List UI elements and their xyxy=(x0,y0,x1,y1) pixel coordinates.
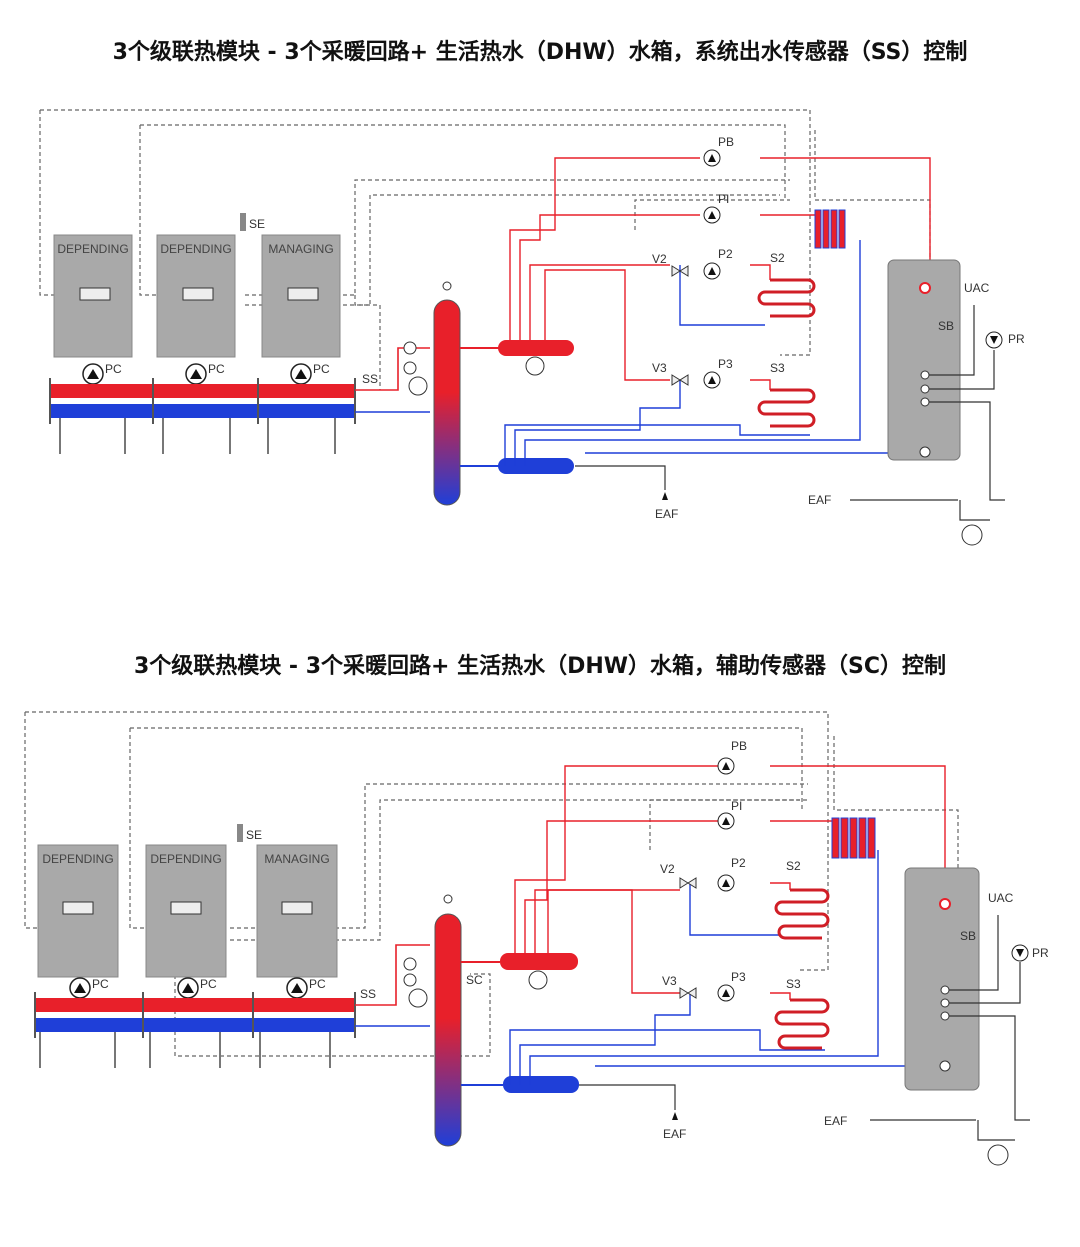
valve-v3-label: V3 xyxy=(662,974,677,988)
cold-inlet-eaf-label: EAF xyxy=(655,507,678,521)
sensor-s2-label: S2 xyxy=(770,251,785,265)
pump-p3-label: P3 xyxy=(718,357,733,371)
pump-pc-1-label: PC xyxy=(105,362,122,376)
pump-p3-label: P3 xyxy=(731,970,746,984)
pump-pi-label: PI xyxy=(718,192,729,206)
sensor-ss-label: SS xyxy=(362,372,378,386)
cold-inlet-eaf-label: EAF xyxy=(663,1127,686,1141)
boiler-manifold xyxy=(49,378,356,454)
valve-v2-label: V2 xyxy=(660,862,675,876)
control-wiring xyxy=(24,711,959,1057)
diagram-1-title: 3个级联热模块 - 3个采暖回路+ 生活热水（DHW）水箱，系统出水传感器（SS… xyxy=(112,40,968,65)
boiler-2-label: DEPENDING xyxy=(160,242,231,256)
svg-text:SE: SE xyxy=(249,217,265,231)
dhw-piping xyxy=(870,915,1030,1141)
sensor-s3-label: S3 xyxy=(770,361,785,375)
expansion-vessel xyxy=(961,524,983,546)
hydraulic-separator xyxy=(433,299,461,506)
expansion-vessel xyxy=(987,1144,1009,1166)
sensor-s3-label: S3 xyxy=(786,977,801,991)
boiler-1-label: DEPENDING xyxy=(57,242,128,256)
dhw-tank xyxy=(887,259,961,461)
boiler-3-label: MANAGING xyxy=(264,852,329,866)
boiler-module-3: MANAGING xyxy=(261,234,341,358)
mixing-valves: V2 V3 xyxy=(660,862,697,999)
sensor-sb-label: SB xyxy=(938,319,954,333)
separator-connection-pipes xyxy=(355,944,430,1027)
boiler-module-1: DEPENDING xyxy=(53,234,133,358)
hot-outlet-uac-label: UAC xyxy=(964,281,990,295)
boiler-3-label: MANAGING xyxy=(268,242,333,256)
pump-pc-2-label: PC xyxy=(200,977,217,991)
floor-heating-coils xyxy=(757,278,816,428)
diagram-1: DEPENDING DEPENDING MANAGING SE PC PC PC xyxy=(39,109,1025,546)
boiler-module-2: DEPENDING xyxy=(145,844,227,978)
circuit-pumps: PB PI P2 P3 PR xyxy=(703,135,1025,389)
dhw-tank xyxy=(904,867,980,1091)
valve-v3-label: V3 xyxy=(652,361,667,375)
boiler-1-label: DEPENDING xyxy=(42,852,113,866)
radiator xyxy=(814,209,846,249)
boiler-module-2: DEPENDING xyxy=(156,234,236,358)
mixing-valves: V2 V3 xyxy=(652,252,689,386)
pump-pr-label: PR xyxy=(1008,332,1025,346)
expansion-gauges xyxy=(403,957,428,1008)
external-sensor-se: SE xyxy=(240,213,265,231)
cold-inlet-eaf-2-label: EAF xyxy=(824,1114,847,1128)
pump-pi-label: PI xyxy=(731,799,742,813)
diagram-2-title: 3个级联热模块 - 3个采暖回路+ 生活热水（DHW）水箱，辅助传感器（SC）控… xyxy=(133,654,947,679)
pump-pc-1-label: PC xyxy=(92,977,109,991)
distribution-manifolds xyxy=(461,953,579,1093)
boiler-manifold xyxy=(34,992,356,1068)
pump-pc-2-label: PC xyxy=(208,362,225,376)
boiler-2-label: DEPENDING xyxy=(150,852,221,866)
pump-pb-label: PB xyxy=(731,739,747,753)
pump-pc-3-label: PC xyxy=(309,977,326,991)
sensor-s2-label: S2 xyxy=(786,859,801,873)
boiler-module-1: DEPENDING xyxy=(37,844,119,978)
radiator xyxy=(831,817,876,859)
boiler-module-3: MANAGING xyxy=(256,844,338,978)
valve-v2-label: V2 xyxy=(652,252,667,266)
heating-circuits xyxy=(509,765,946,1085)
hydraulic-separator xyxy=(434,913,462,1147)
sensor-sc-label: SC xyxy=(466,973,483,987)
dhw-piping xyxy=(850,305,1005,521)
circuit-pumps: PB PI P2 P3 PR xyxy=(717,739,1049,1002)
distribution-manifolds xyxy=(460,340,574,474)
diagram-2: DEPENDING DEPENDING MANAGING SE PC PC PC xyxy=(24,711,1049,1166)
cold-inlet-eaf-2-label: EAF xyxy=(808,493,831,507)
sensor-ss-label: SS xyxy=(360,987,376,1001)
expansion-gauges xyxy=(403,341,428,396)
pump-pc-3-label: PC xyxy=(313,362,330,376)
pump-pb-label: PB xyxy=(718,135,734,149)
boiler-pumps: PC PC PC xyxy=(69,977,326,999)
hot-outlet-uac-label: UAC xyxy=(988,891,1014,905)
pump-p2-label: P2 xyxy=(718,247,733,261)
external-sensor-se: SE xyxy=(237,824,262,842)
boiler-pumps: PC PC PC xyxy=(82,362,330,385)
pump-pr-label: PR xyxy=(1032,946,1049,960)
svg-text:SE: SE xyxy=(246,828,262,842)
floor-heating-coils xyxy=(774,888,830,1050)
sensor-sb-label: SB xyxy=(960,929,976,943)
pump-p2-label: P2 xyxy=(731,856,746,870)
